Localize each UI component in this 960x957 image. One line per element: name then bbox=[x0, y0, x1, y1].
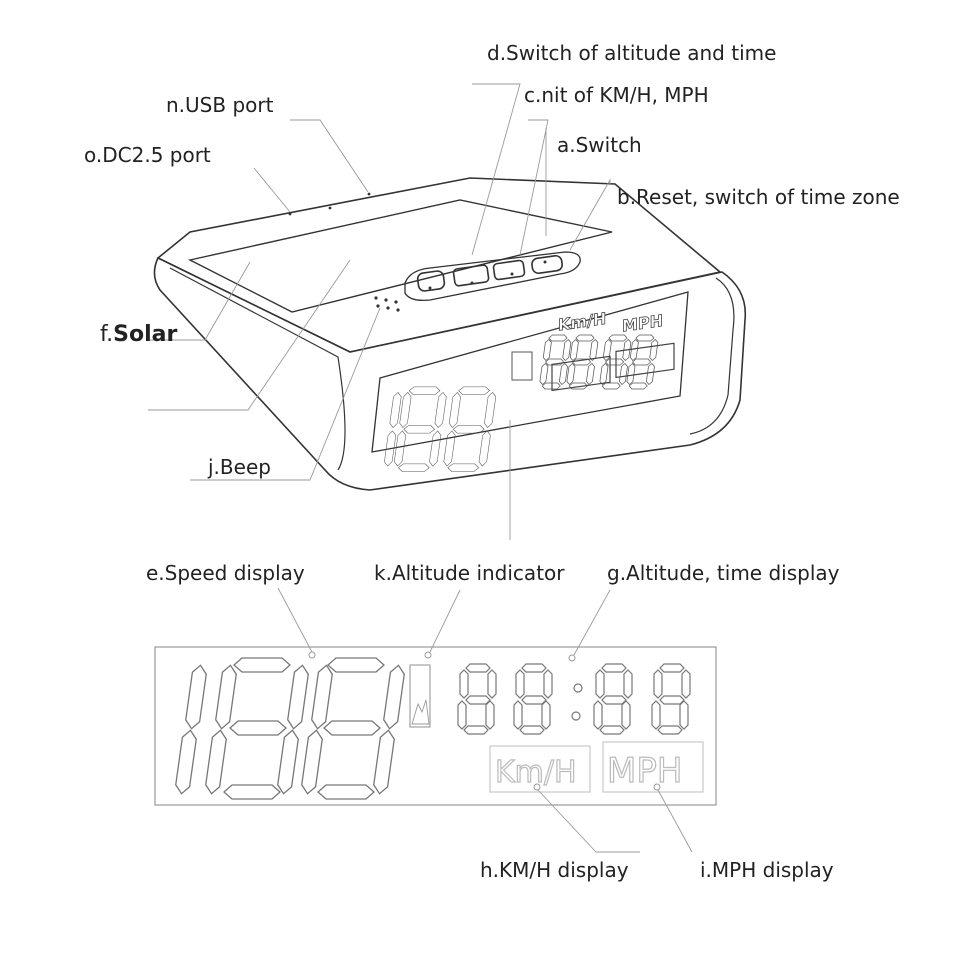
port-dots bbox=[288, 192, 371, 216]
label-j-beep: j.Beep bbox=[208, 455, 271, 479]
label-i-mph-display: i.MPH display bbox=[700, 858, 834, 882]
label-f-word: Solar bbox=[113, 322, 178, 347]
mph-display-box bbox=[602, 741, 704, 793]
label-f-solar: f.Solar bbox=[100, 324, 177, 346]
label-o-dc-port: o.DC2.5 port bbox=[84, 143, 211, 167]
label-f-prefix: f. bbox=[100, 322, 114, 347]
device-body bbox=[153, 177, 747, 491]
beep-holes bbox=[374, 296, 400, 312]
mph-display-text: MPH bbox=[607, 751, 682, 791]
altitude-mountain-icon bbox=[411, 699, 430, 725]
leader-lines-bottom bbox=[277, 587, 693, 853]
label-k-altitude-indicator: k.Altitude indicator bbox=[374, 561, 565, 585]
label-d-switch-altitude-time: d.Switch of altitude and time bbox=[487, 41, 777, 65]
altitude-indicator-box bbox=[409, 664, 431, 728]
label-c-unit-kmh-mph: c.nit of KM/H, MPH bbox=[524, 83, 709, 107]
speed-display-digits bbox=[173, 657, 407, 800]
leader-lines-top bbox=[148, 83, 611, 540]
leader-dots-bottom bbox=[308, 651, 661, 791]
label-e-speed-display: e.Speed display bbox=[146, 561, 305, 585]
label-b-reset: b.Reset, switch of time zone bbox=[617, 185, 900, 209]
device-altitude-icon bbox=[511, 351, 533, 381]
label-n-usb-port: n.USB port bbox=[166, 93, 274, 117]
display-panel bbox=[154, 646, 717, 806]
label-a-switch: a.Switch bbox=[557, 133, 642, 157]
button-dots bbox=[428, 260, 547, 290]
altitude-time-digits bbox=[457, 663, 691, 735]
label-g-altitude-time-display: g.Altitude, time display bbox=[607, 561, 840, 585]
label-h-kmh-display: h.KM/H display bbox=[480, 858, 629, 882]
device-unit-boxes bbox=[551, 342, 675, 392]
